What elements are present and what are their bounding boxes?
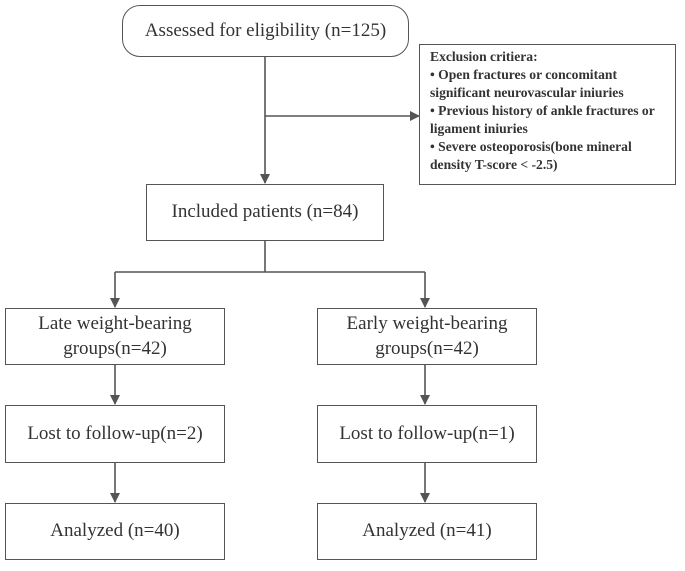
late-lost-text: Lost to follow-up(n=2): [27, 422, 203, 444]
late-group-line2: groups(n=42): [63, 337, 167, 359]
included-text: Included patients (n=84): [171, 201, 359, 223]
early-lost-box: Lost to follow-up(n=1): [317, 405, 537, 463]
late-analyzed-box: Analyzed (n=40): [5, 503, 225, 560]
late-lost-box: Lost to follow-up(n=2): [5, 405, 225, 463]
early-lost-text: Lost to follow-up(n=1): [339, 422, 515, 444]
late-group-line1: Late weight-bearing: [38, 312, 192, 334]
assessed-text: Assessed for eligibility (n=125): [144, 19, 387, 41]
exclusion-title: Exclusion critiera:: [430, 49, 538, 64]
early-group-line2: groups(n=42): [375, 337, 479, 359]
early-analyzed-box: Analyzed (n=41): [317, 503, 537, 560]
late-analyzed-text: Analyzed (n=40): [50, 520, 180, 542]
exclusion-criteria-box: Exclusion critiera: • Open fractures or …: [419, 44, 676, 185]
early-group-box: Early weight-bearing groups(n=42): [317, 308, 537, 365]
early-group-line1: Early weight-bearing: [346, 312, 508, 334]
exclusion-item-previous-history: • Previous history of ankle fractures or…: [430, 103, 655, 137]
assessed-box: Assessed for eligibility (n=125): [122, 5, 409, 57]
exclusion-item-open-fractures: • Open fractures or concomitant signific…: [430, 67, 624, 101]
late-group-box: Late weight-bearing groups(n=42): [5, 308, 225, 365]
included-box: Included patients (n=84): [146, 184, 384, 241]
early-analyzed-text: Analyzed (n=41): [362, 520, 492, 542]
exclusion-item-osteoporosis: • Severe osteoporosis(bone mineral densi…: [430, 139, 632, 173]
